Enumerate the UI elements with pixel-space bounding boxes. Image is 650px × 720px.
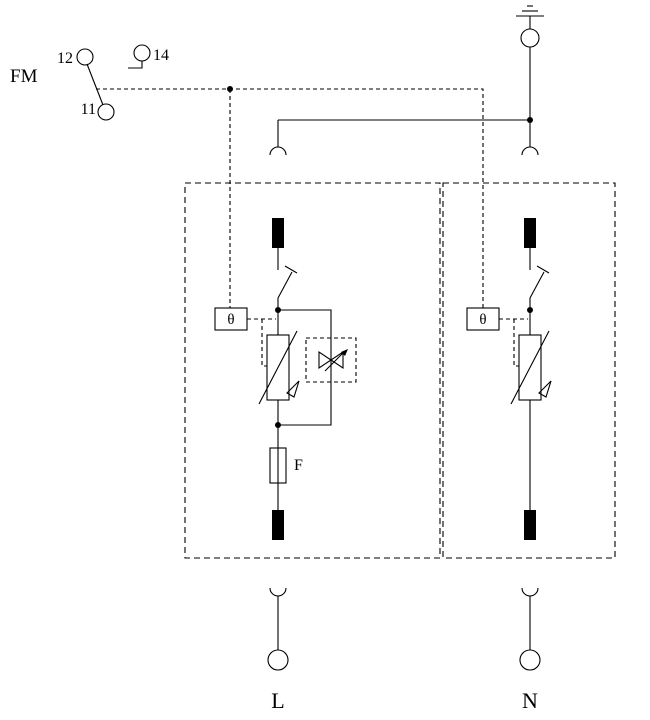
left-module-enclosure: [184, 182, 441, 559]
breakover-arrow-head: [341, 349, 348, 356]
right-bottom-terminal-pin: [524, 510, 536, 540]
fm-label: FM: [10, 66, 38, 87]
neutral-output-terminal: N: [519, 587, 541, 713]
contact-11-label: 11: [81, 101, 96, 118]
contact-14-terminal: [133, 44, 151, 62]
thermal-disconnect-switch: [277, 265, 298, 299]
right-top-terminal-pin: [524, 218, 536, 248]
left-plug-contact-arc: [269, 146, 287, 156]
thermal-varistor-linkage: [261, 319, 267, 367]
switch-contact-tick: [284, 265, 298, 274]
disconnect-flag: [538, 380, 552, 398]
fuse: F: [269, 447, 303, 484]
right-protection-module: θ: [442, 182, 616, 559]
breakover-arrow-shaft: [324, 352, 344, 372]
status-indicator-branch: [278, 309, 357, 426]
contact-12-label: 12: [57, 50, 73, 67]
fm-remote-signal-contact: FM 12 14 11: [10, 44, 169, 121]
terminal-circle: [519, 649, 541, 671]
junction-dot: [527, 307, 533, 313]
thermal-disconnect-switch: [529, 265, 550, 299]
thermal-element: θ: [214, 307, 248, 331]
fuse-label: F: [294, 457, 303, 474]
line-terminal-label: L: [271, 688, 284, 713]
ground-input: [269, 5, 544, 156]
neutral-terminal-label: N: [522, 688, 538, 713]
contact-14-label: 14: [153, 47, 169, 64]
contact-11-terminal: [97, 103, 115, 121]
mechanical-linkage: [96, 86, 484, 308]
contact-12-terminal: [76, 48, 94, 66]
branch-wire-top: [278, 309, 332, 348]
indicator-triangle-right: [330, 350, 344, 370]
thermal-varistor-linkage: [513, 319, 519, 367]
switch-blade: [529, 271, 545, 299]
disconnect-flag: [286, 380, 300, 398]
left-protection-module: θ F: [184, 182, 441, 559]
varistor-diagonal: [510, 330, 550, 405]
linkage-junction-dot: [227, 86, 233, 92]
varistor: [510, 330, 552, 405]
plug-contact-arc: [521, 587, 539, 597]
thermal-element: θ: [466, 307, 500, 331]
plug-contact-arc: [269, 587, 287, 597]
fuse-body: [269, 447, 287, 484]
varistor: [258, 330, 300, 405]
indicator-triangle-left: [318, 350, 332, 370]
contact-14-lead: [128, 61, 143, 69]
switch-blade: [277, 271, 293, 299]
fm-linkage-dashed-line: [96, 88, 484, 308]
changeover-lever: [86, 63, 104, 106]
right-plug-contact-arc: [521, 146, 539, 156]
left-bottom-terminal-pin: [272, 510, 284, 540]
branch-wire-bottom: [278, 372, 332, 426]
ground-terminal: [520, 28, 540, 48]
bus-junction-dot: [527, 117, 533, 123]
left-top-terminal-pin: [272, 218, 284, 248]
varistor-diagonal: [258, 330, 298, 405]
switch-contact-tick: [536, 265, 550, 274]
right-module-enclosure: [442, 182, 616, 559]
thermal-element-label: θ: [227, 312, 234, 328]
line-output-terminal: L: [267, 587, 289, 713]
terminal-circle: [267, 649, 289, 671]
earth-ground-icon: [516, 5, 544, 29]
thermal-element-label: θ: [479, 312, 486, 328]
